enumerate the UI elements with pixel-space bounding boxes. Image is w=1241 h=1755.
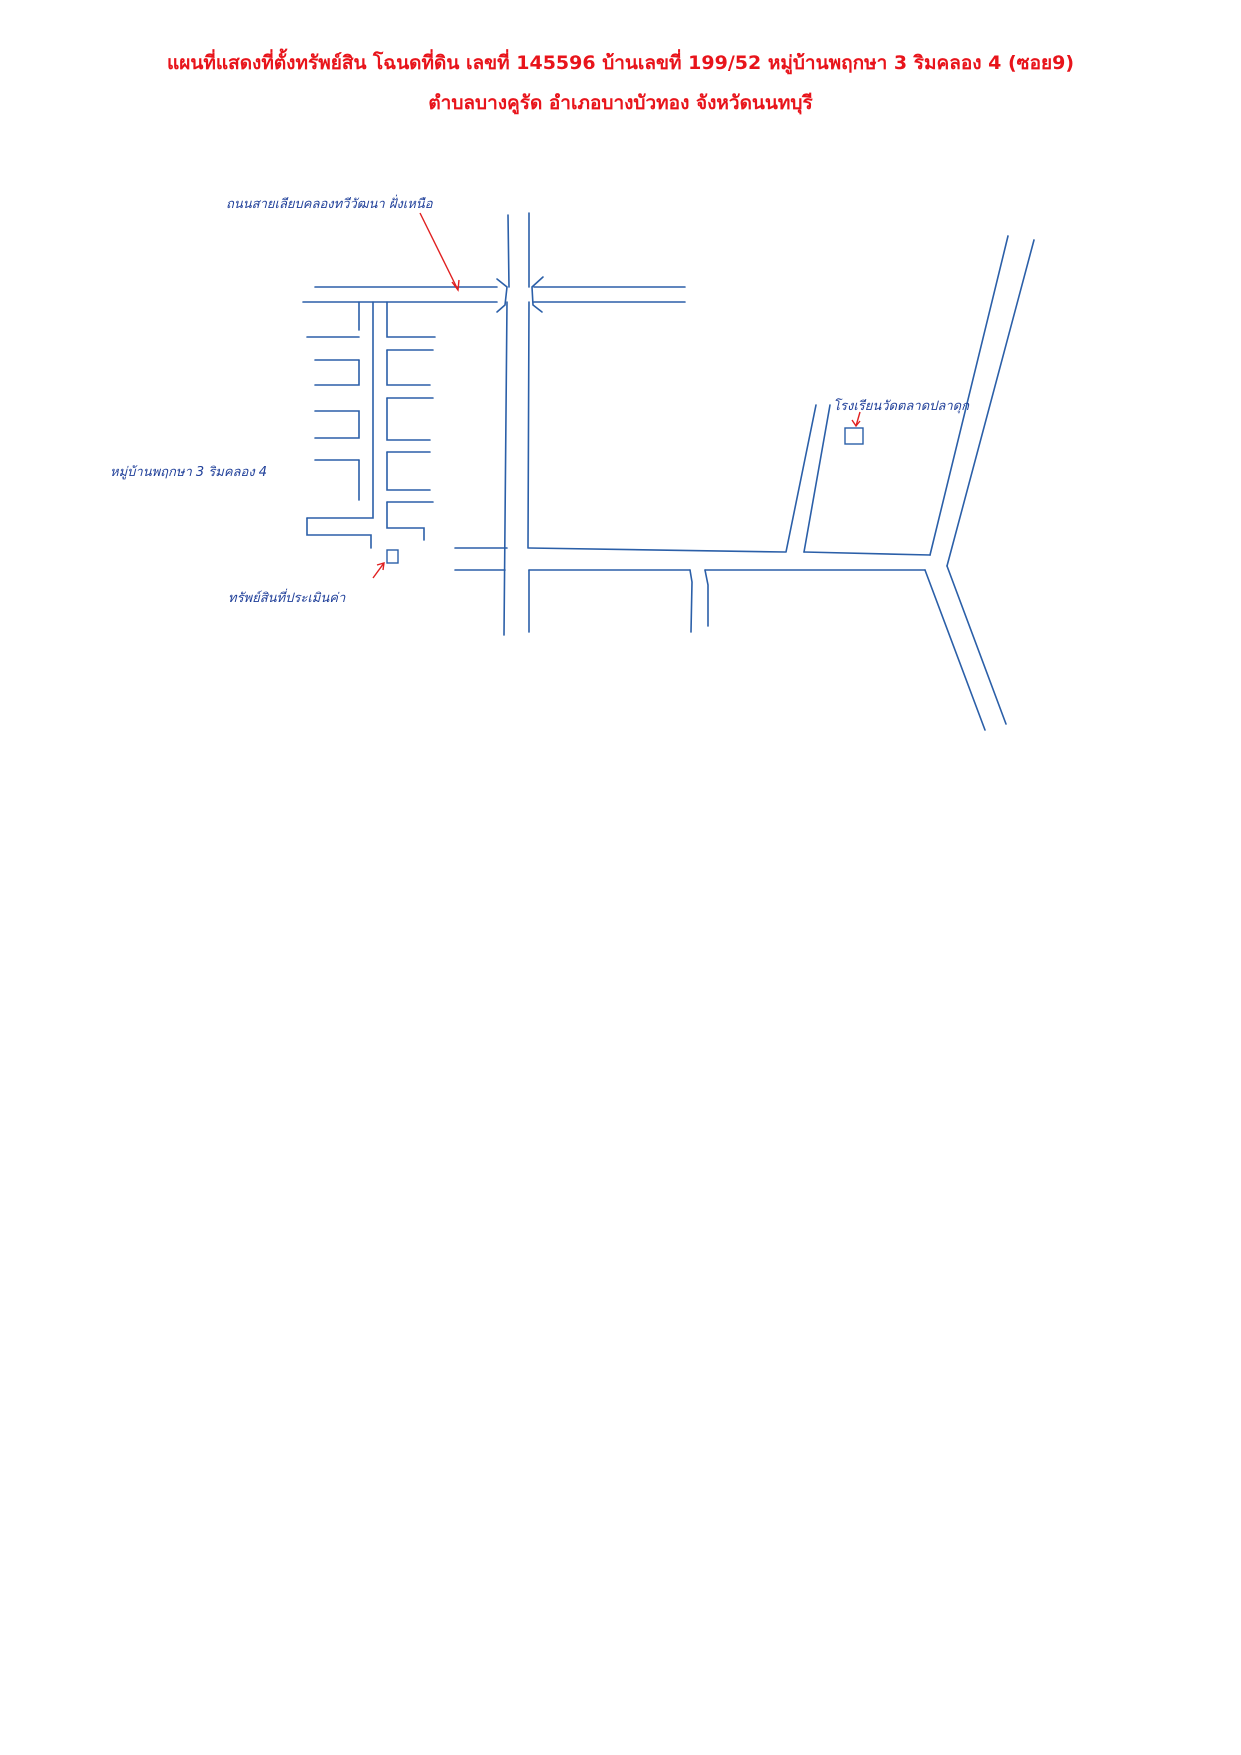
village-streets — [306, 301, 436, 549]
map-title-line-2: ตำบลบางคูรัด อำเภอบางบัวทอง จังหวัดนนทบุ… — [428, 92, 813, 114]
lower-road — [454, 547, 931, 571]
school-label: โรงเรียนวัดตลาดปลาดุก — [833, 398, 970, 414]
property-label: ทรัพย์สินที่ประเมินค่า — [228, 588, 346, 606]
diagonal-road — [924, 235, 1035, 731]
school-marker — [844, 427, 864, 445]
main-road-east — [533, 286, 686, 303]
map-title-line-1: แผนที่แสดงที่ตั้งทรัพย์สิน โฉนดที่ดิน เล… — [166, 52, 1075, 74]
main-road-west — [302, 286, 498, 303]
property-marker — [386, 549, 399, 564]
lower-branch-road — [689, 569, 709, 633]
school-pointer — [851, 411, 861, 428]
vertical-road — [496, 212, 544, 636]
village-label: หมู่บ้านพฤกษา 3 ริมคลอง 4 — [110, 465, 267, 480]
main-road-pointer — [419, 212, 460, 292]
school-road — [785, 404, 831, 553]
main-road-label: ถนนสายเลียบคลองทวีวัฒนา ฝั่งเหนือ — [226, 194, 434, 212]
property-pointer — [372, 562, 385, 579]
